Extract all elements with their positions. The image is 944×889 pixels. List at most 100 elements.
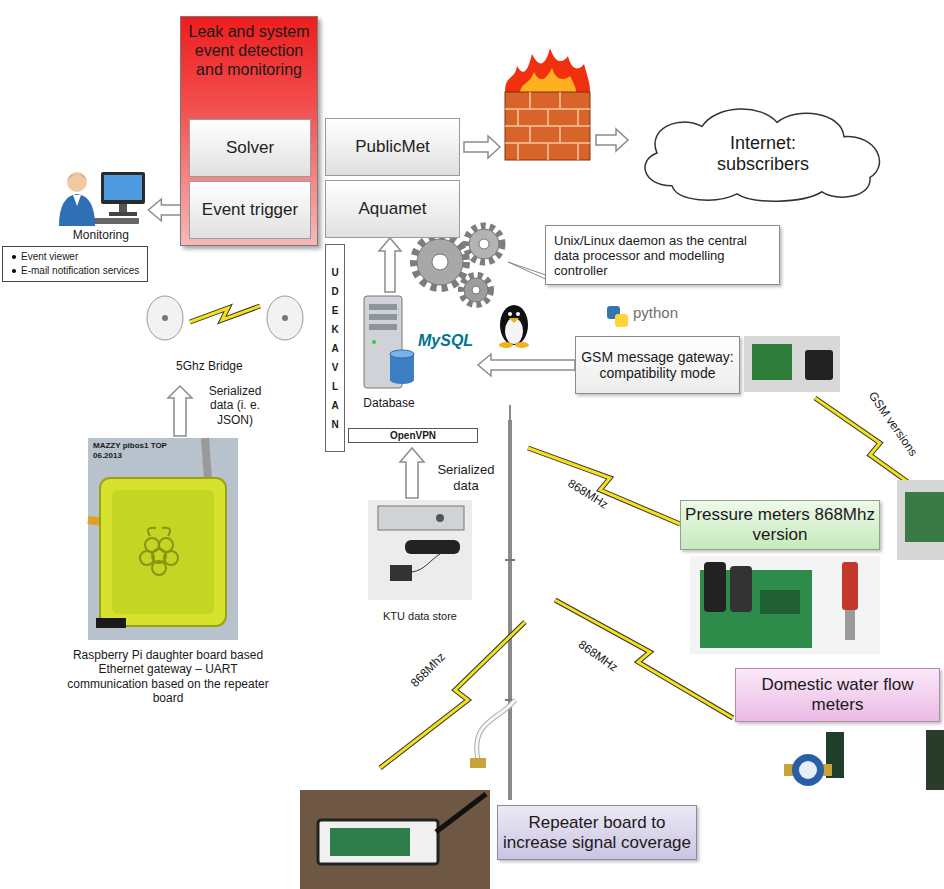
repeater-board-photo-part [436, 794, 486, 832]
antenna-mast-part [470, 758, 486, 768]
radio-link-bolt-part [380, 622, 525, 768]
ktu-data-store-photo-part [436, 514, 444, 522]
server-icon-part [369, 324, 397, 330]
tux-icon-part [515, 342, 529, 348]
gears-icon-part [461, 275, 491, 305]
operator-icon-part [119, 204, 127, 212]
process-box: PublicMet [325, 118, 460, 176]
node-text: Pressure meters 868Mhz version [685, 505, 875, 545]
tux-icon-part [516, 312, 520, 316]
raspberry-pi-photo-part [100, 478, 226, 626]
radio-link-bolt-part [528, 448, 680, 524]
radio-bridge-dishes-part [162, 315, 168, 321]
node-text: Domestic water flow meters [740, 675, 935, 715]
node-text: Internet: subscribers [703, 133, 823, 175]
server-icon-part [369, 304, 397, 310]
data-label: Serialized data [430, 462, 502, 493]
firewall-icon-part [505, 92, 590, 160]
node-text: GSM message gateway: compatibility mode [580, 349, 735, 381]
python-logo-part [615, 314, 628, 327]
connector-arrow [379, 238, 401, 292]
raspberry-pi-photo-part-part [148, 528, 170, 536]
operator-icon-part [104, 175, 142, 200]
monitoring-station: MonitoringEvent viewerE-mail notificatio… [2, 166, 148, 282]
node-text: UDEKA VLAN [330, 263, 340, 434]
pressure-meter-photo-part [760, 590, 800, 614]
node-text: PublicMet [355, 137, 430, 157]
gsm-gateway-photo [744, 336, 840, 392]
block-arrow-part [464, 136, 500, 158]
device-photo-part [897, 480, 944, 560]
gears-icon-part [414, 236, 466, 288]
operator-icon-part [73, 195, 81, 206]
firewall-icon [505, 48, 590, 160]
tux-icon-part [508, 312, 512, 316]
operator-icon-part [89, 218, 139, 224]
ktu-data-store-photo-part [390, 565, 412, 581]
server-icon-part [390, 350, 414, 358]
frequency-label: 868Mhz [408, 650, 448, 690]
raspberry-pi-photo-part [112, 490, 214, 614]
device-box: Pressure meters 868Mhz version [680, 500, 880, 550]
process-box: Event trigger [189, 181, 311, 239]
firewall-icon-part [505, 92, 590, 160]
antenna-mast-part [477, 700, 515, 760]
raspberry-pi-photo-part [96, 618, 126, 628]
ktu-data-store-photo-part [405, 540, 460, 554]
process-box: Solver [189, 119, 311, 177]
frequency-label: 868MHz [576, 637, 621, 674]
gears-icon-part [479, 239, 489, 249]
server-icon-part [372, 340, 376, 344]
operator-icon-part [109, 212, 137, 216]
frequency-label: 868MHz [565, 476, 611, 512]
gears-icon-part [466, 226, 502, 262]
ktu-data-store-photo-part [368, 500, 472, 600]
firewall-icon-part [505, 48, 590, 92]
operator-icon-part [59, 194, 95, 226]
node-text: Event trigger [202, 200, 298, 220]
pressure-meter-photo-part [690, 556, 880, 654]
device-photo-part [926, 730, 944, 790]
tux-icon-part [499, 342, 513, 348]
antenna-mast-part [477, 700, 515, 760]
gears-icon-part [432, 254, 448, 270]
water-meter-photo [784, 732, 844, 786]
radio-link-bolt-part [528, 448, 680, 524]
gears-icon-part [469, 229, 499, 259]
pressure-meter-photo [690, 556, 880, 654]
ktu-data-store-photo-part [412, 554, 440, 572]
block-arrow-part [400, 448, 424, 498]
radio-bridge-dishes-part [190, 306, 260, 322]
operator-icon-part [67, 172, 87, 192]
pressure-meter-photo-part [842, 562, 858, 610]
node-text: Solver [226, 138, 274, 158]
internet-cloud: Internet: subscribers [632, 104, 894, 204]
node-text: Database [352, 396, 426, 410]
block-arrow-part [168, 386, 192, 436]
cloud-shape [645, 109, 879, 201]
repeater-board-photo-part [330, 828, 410, 856]
raspberry-pi-photo [88, 438, 238, 640]
node-text: OpenVPN [390, 430, 436, 441]
antenna-mast-part [505, 559, 515, 561]
node-text: Monitoring [53, 228, 148, 242]
antenna-mast-part [509, 405, 511, 420]
database-server: MySQLDatabase [352, 292, 478, 420]
node-text: Aquamet [358, 199, 426, 219]
ktu-data-store-photo-part [378, 506, 464, 530]
radio-bridge-dishes-part [147, 296, 183, 340]
raspberry-pi-photo-part-part [152, 561, 166, 575]
raspberry-pi-photo-part-part [164, 551, 178, 565]
raspberry-pi-photo-part [140, 528, 178, 575]
node-text: Repeater board to increase signal covera… [502, 813, 692, 853]
photo-caption: KTU data store [360, 610, 480, 623]
gsm-gateway-photo-part [744, 336, 840, 392]
water-meter-photo-part [792, 754, 824, 786]
gears-icon-part [472, 286, 480, 294]
device-box: Repeater board to increase signal covera… [497, 805, 697, 860]
process-box: Aquamet [325, 180, 460, 238]
tux-icon-part [500, 305, 528, 345]
gsm-gateway-photo-part [805, 350, 833, 380]
pressure-meter-photo-part [845, 610, 855, 640]
